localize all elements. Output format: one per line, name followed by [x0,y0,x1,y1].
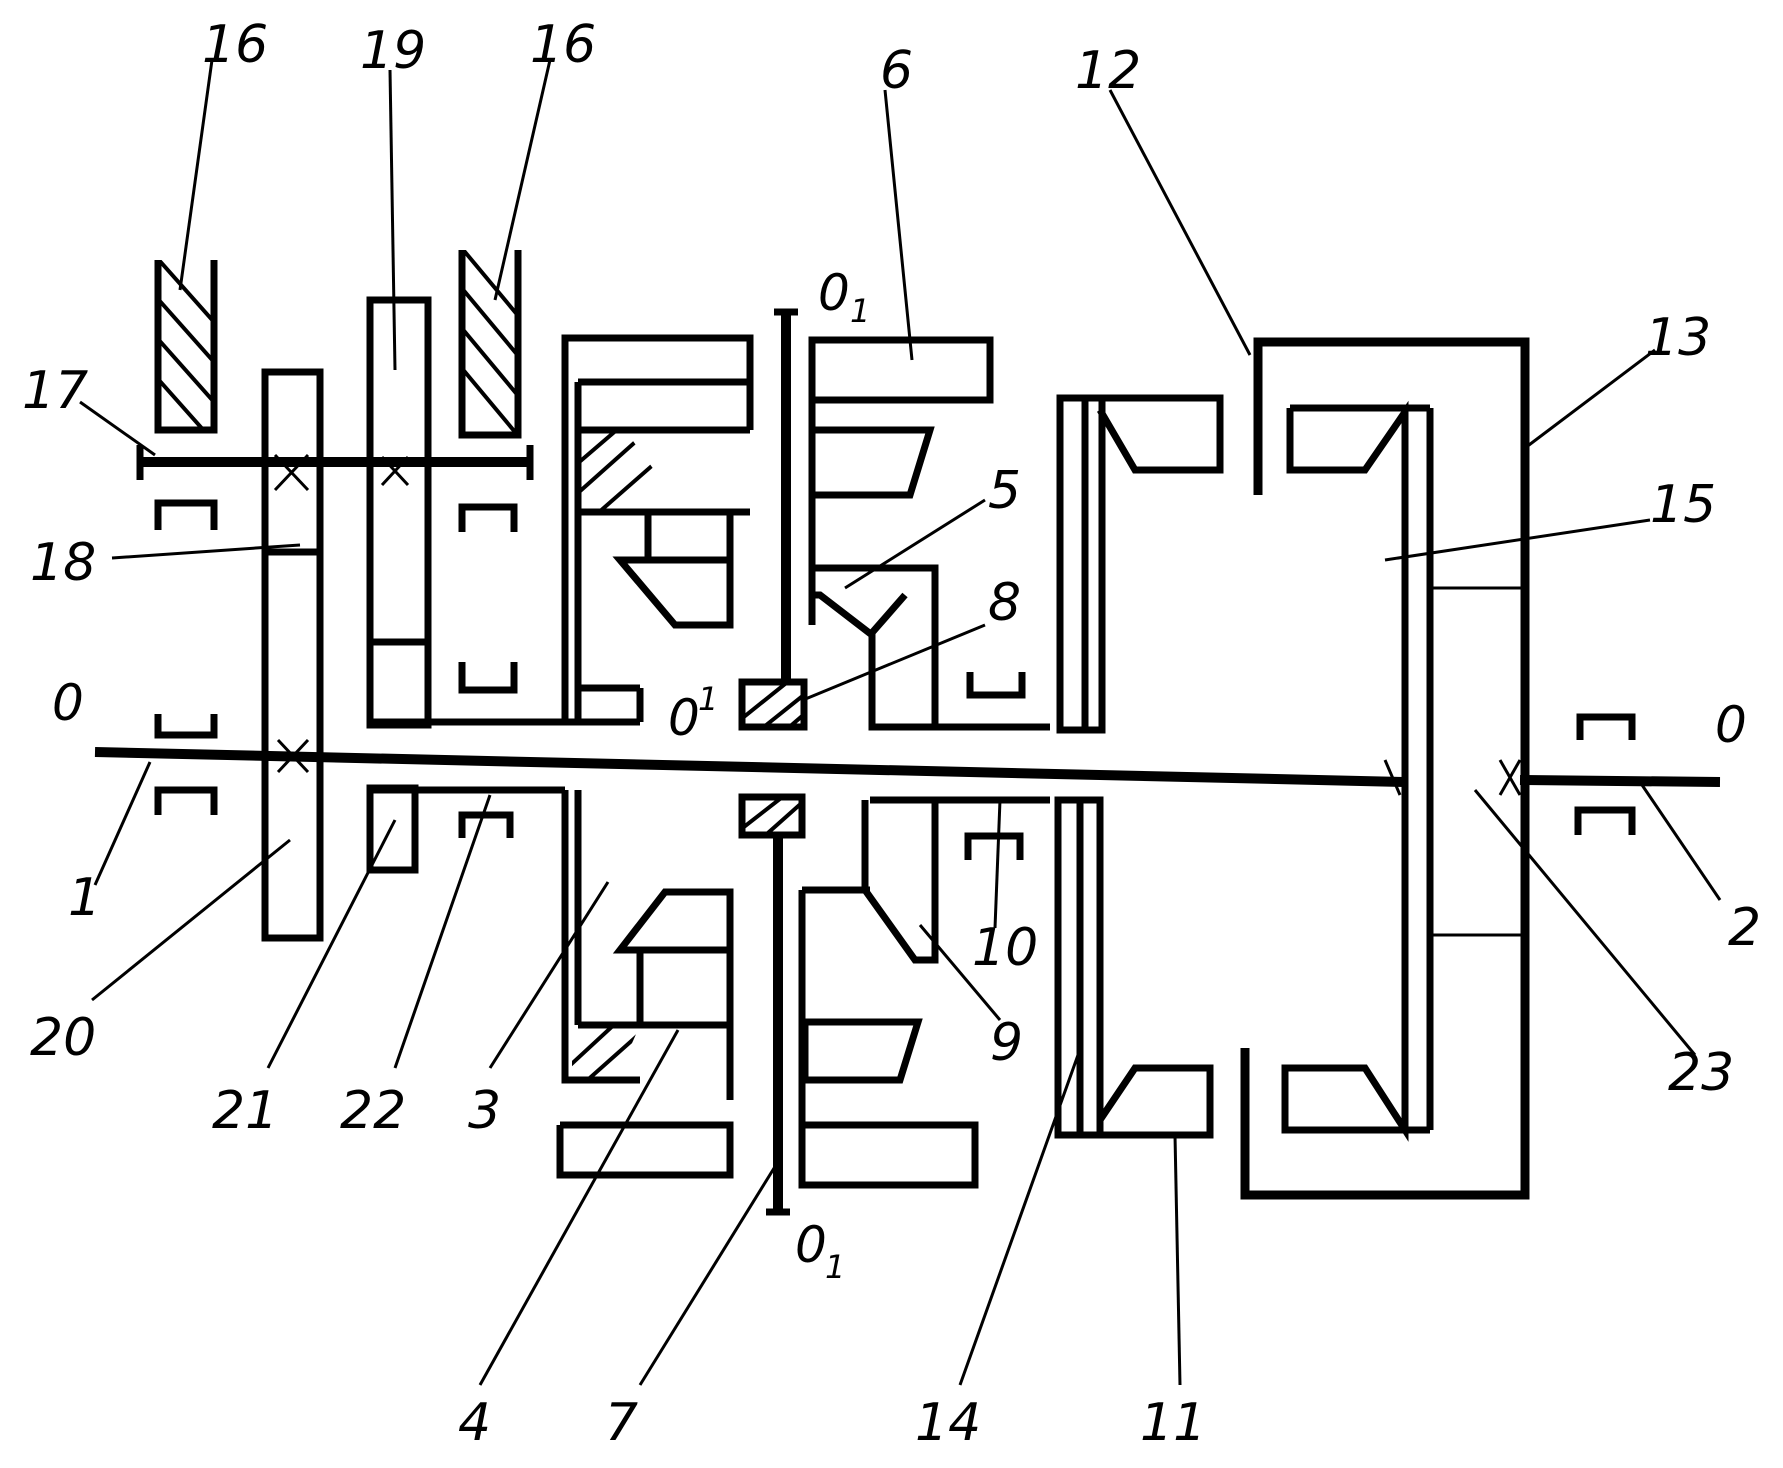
axis-labels: 0 1 0 1 0 1 [668,264,870,1286]
bearing-22 [462,815,510,838]
bevel-gear-6 [812,340,990,625]
housing-support-right [455,240,530,450]
countershaft [140,445,530,480]
label-9: 9 [990,1013,1023,1073]
axis-o-prime: 0 [668,689,700,747]
bearing-input-shaft [158,714,214,815]
clutch-disc-14 [1058,398,1220,1135]
label-6: 6 [880,41,913,101]
vertical-axis-o1 [766,310,798,1212]
label-23: 23 [1668,1043,1734,1103]
label-8: 8 [988,573,1021,633]
clutch-disc-15 [1285,408,1525,1130]
axis-o-prime-sup: 1 [698,680,718,718]
label-4: 4 [458,1393,491,1453]
label-20: 20 [30,1008,96,1068]
gear-19 [370,300,428,725]
label-13: 13 [1645,308,1711,368]
housing-support-left [150,250,230,460]
label-10: 10 [972,918,1038,978]
label-12: 12 [1075,41,1141,101]
bevel-gear-9 [802,800,1050,1185]
label-0-right: 0 [1715,696,1747,754]
output-shaft [1520,780,1720,782]
label-16-right: 16 [530,15,596,75]
label-11: 11 [1140,1393,1206,1453]
axis-o1-bottom-sub: 1 [825,1248,845,1286]
label-18: 18 [30,533,96,593]
label-16-left: 16 [202,15,268,75]
bevel-carrier-3 [565,338,750,722]
label-21: 21 [212,1081,278,1141]
pinion-8 [740,680,815,840]
axis-o1-top: 0 [818,264,850,322]
label-7: 7 [605,1393,638,1453]
bevel-gear-4 [560,790,730,1175]
label-2: 2 [1728,898,1761,958]
label-0-left: 0 [52,674,84,732]
axis-o1-bottom: 0 [795,1216,827,1274]
label-22: 22 [340,1081,406,1141]
label-1: 1 [68,868,101,928]
bearing-countershaft-left [158,503,214,530]
label-14: 14 [915,1393,981,1453]
label-17: 17 [22,361,88,421]
part-labels: 16 19 16 6 12 13 15 17 18 5 8 0 0 1 2 20… [22,15,1761,1453]
axis-o1-top-sub: 1 [850,292,870,330]
label-3: 3 [468,1081,501,1141]
label-15: 15 [1650,475,1716,535]
label-19: 19 [360,21,426,81]
label-5: 5 [988,461,1021,521]
bearing-countershaft-right [462,507,514,690]
bearing-10 [968,672,1022,860]
